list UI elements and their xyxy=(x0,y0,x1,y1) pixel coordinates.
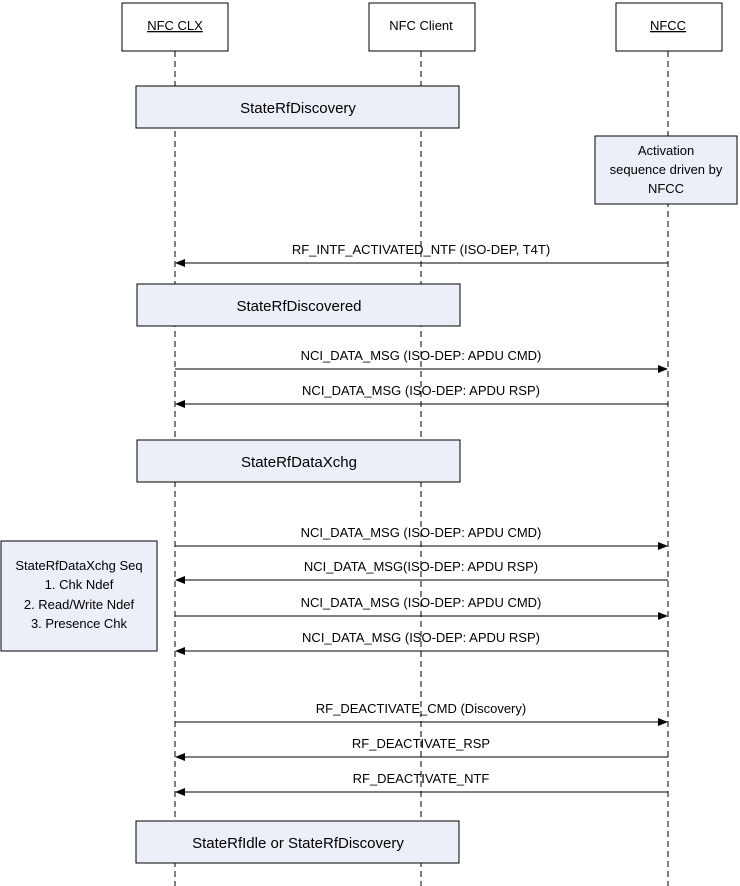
message-label: RF_DEACTIVATE_NTF xyxy=(353,771,490,786)
message-label: NCI_DATA_MSG (ISO-DEP: APDU RSP) xyxy=(302,383,540,398)
participant-label: NFC CLX xyxy=(147,18,203,33)
message-label: NCI_DATA_MSG (ISO-DEP: APDU CMD) xyxy=(301,525,542,540)
note-line: NFCC xyxy=(648,181,684,196)
message-arrow: NCI_DATA_MSG(ISO-DEP: APDU RSP) xyxy=(175,559,668,584)
message-label: NCI_DATA_MSG(ISO-DEP: APDU RSP) xyxy=(304,559,538,574)
state-box: StateRfDiscovery xyxy=(135,85,460,129)
note-line: 2. Read/Write Ndef xyxy=(24,597,135,612)
message-arrow: RF_DEACTIVATE_NTF xyxy=(175,771,668,796)
message-arrow: RF_DEACTIVATE_RSP xyxy=(175,736,668,761)
state-box: StateRfDiscovered xyxy=(136,283,461,327)
note-activation: Activation sequence driven by NFCC xyxy=(594,135,738,205)
state-box: StateRfDataXchg xyxy=(136,439,461,483)
state-label: StateRfDiscovery xyxy=(240,100,356,117)
participant-nfc-clx: NFC CLX xyxy=(121,2,229,52)
message-label: NCI_DATA_MSG (ISO-DEP: APDU RSP) xyxy=(302,630,540,645)
state-label: StateRfDataXchg xyxy=(241,454,357,471)
message-label: NCI_DATA_MSG (ISO-DEP: APDU CMD) xyxy=(301,595,542,610)
note-line: sequence driven by xyxy=(610,162,723,177)
note-line: 3. Presence Chk xyxy=(31,616,128,631)
message-arrow: NCI_DATA_MSG (ISO-DEP: APDU CMD) xyxy=(175,348,668,373)
message-arrow: RF_DEACTIVATE_CMD (Discovery) xyxy=(175,701,668,726)
participant-nfcc: NFCC xyxy=(615,2,723,52)
message-arrow: NCI_DATA_MSG (ISO-DEP: APDU RSP) xyxy=(175,383,668,408)
message-arrow: NCI_DATA_MSG (ISO-DEP: APDU RSP) xyxy=(175,630,668,655)
message-label: RF_INTF_ACTIVATED_NTF (ISO-DEP, T4T) xyxy=(292,242,550,257)
participant-label: NFC Client xyxy=(389,18,453,33)
note-data-xchg-seq: StateRfDataXchg Seq 1. Chk Ndef 2. Read/… xyxy=(0,540,158,652)
message-arrow: NCI_DATA_MSG (ISO-DEP: APDU CMD) xyxy=(175,525,668,550)
participant-label: NFCC xyxy=(650,18,686,33)
note-line: 1. Chk Ndef xyxy=(45,577,114,592)
message-label: NCI_DATA_MSG (ISO-DEP: APDU CMD) xyxy=(301,348,542,363)
message-label: RF_DEACTIVATE_CMD (Discovery) xyxy=(316,701,526,716)
state-label: StateRfIdle or StateRfDiscovery xyxy=(192,835,404,852)
message-arrow: NCI_DATA_MSG (ISO-DEP: APDU CMD) xyxy=(175,595,668,620)
message-arrow: RF_INTF_ACTIVATED_NTF (ISO-DEP, T4T) xyxy=(175,242,668,267)
note-line: StateRfDataXchg Seq xyxy=(15,558,142,573)
message-label: RF_DEACTIVATE_RSP xyxy=(352,736,490,751)
note-line: Activation xyxy=(638,143,694,158)
state-label: StateRfDiscovered xyxy=(236,298,361,315)
state-box: StateRfIdle or StateRfDiscovery xyxy=(135,820,460,864)
participant-nfc-client: NFC Client xyxy=(368,2,476,52)
